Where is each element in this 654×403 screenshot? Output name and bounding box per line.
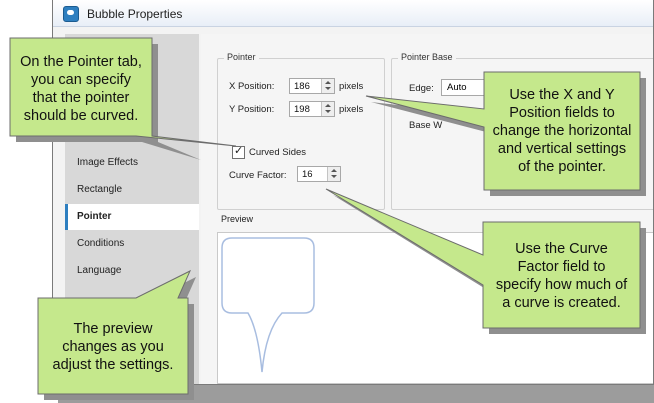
callout-line: should be curved. <box>23 108 139 124</box>
preview-title: Preview <box>221 214 254 224</box>
sidebar-item-image-effects[interactable]: Image Effects <box>77 157 138 168</box>
callout-line: a curve is created. <box>502 295 621 311</box>
spin-up-icon[interactable] <box>331 169 337 172</box>
callout-line: changes as you <box>62 339 164 355</box>
callout-line: Factor field to <box>517 259 606 275</box>
app-icon <box>63 6 79 22</box>
callout-line: specify how much of <box>495 277 628 293</box>
y-position-stepper[interactable]: 198 <box>289 101 335 117</box>
curve-factor-value: 16 <box>302 169 313 180</box>
callout-line: that the pointer <box>32 90 130 106</box>
callout-curve-factor <box>325 188 646 334</box>
spin-up-icon[interactable] <box>325 104 331 107</box>
y-position-value: 198 <box>294 104 310 115</box>
callout-preview-text: The preview changes as you adjust the se… <box>38 320 188 374</box>
base-width-label: Base W <box>409 120 443 131</box>
pointer-group: Pointer <box>217 52 385 210</box>
spin-down-icon[interactable] <box>325 87 331 90</box>
callout-line: adjust the settings. <box>52 357 174 373</box>
x-position-unit: pixels <box>339 81 364 92</box>
sidebar-item-rectangle[interactable]: Rectangle <box>77 184 123 195</box>
callout-line: The preview <box>73 321 153 337</box>
x-position-value: 186 <box>294 81 310 92</box>
callout-line: On the Pointer tab, <box>20 54 142 70</box>
callout-line: change the horizontal <box>492 123 632 139</box>
window-title: Bubble Properties <box>87 7 183 21</box>
callout-preview <box>37 269 196 400</box>
y-position-label: Y Position: <box>229 104 275 115</box>
curve-factor-spin-arrows[interactable] <box>327 167 340 181</box>
pointer-base-group-title: Pointer Base <box>398 52 456 62</box>
callout-xy-position <box>365 71 646 196</box>
spin-up-icon[interactable] <box>325 81 331 84</box>
x-position-spin-arrows[interactable] <box>321 79 334 93</box>
callout-line: Position fields to <box>509 105 615 121</box>
sidebar-item-conditions[interactable]: Conditions <box>77 238 125 249</box>
x-position-label: X Position: <box>229 81 275 92</box>
bubble-preview-shape <box>221 237 315 373</box>
pointer-group-title: Pointer <box>224 52 259 62</box>
y-position-unit: pixels <box>339 104 364 115</box>
callout-pointer-tab <box>9 37 237 160</box>
callout-pointer-tab-text: On the Pointer tab, you can specify that… <box>12 53 150 125</box>
callout-line: and vertical settings <box>497 141 627 157</box>
sidebar-item-language[interactable]: Language <box>77 265 122 276</box>
callout-line: Use the X and Y <box>509 87 615 103</box>
curved-sides-label: Curved Sides <box>249 147 307 158</box>
edge-label: Edge: <box>409 83 434 94</box>
callout-xy-position-text: Use the X and Y Position fields to chang… <box>484 86 640 176</box>
x-position-stepper[interactable]: 186 <box>289 78 335 94</box>
spin-down-icon[interactable] <box>331 175 337 178</box>
callout-line: you can specify <box>31 72 131 88</box>
sidebar-item-pointer[interactable]: Pointer <box>65 204 199 230</box>
callout-curve-factor-text: Use the Curve Factor field to specify ho… <box>483 240 640 312</box>
spin-down-icon[interactable] <box>325 110 331 113</box>
y-position-spin-arrows[interactable] <box>321 102 334 116</box>
title-bar[interactable]: Bubble Properties <box>53 0 653 27</box>
curved-sides-checkbox[interactable] <box>232 144 245 159</box>
curve-factor-label: Curve Factor: <box>229 170 287 181</box>
curve-factor-stepper[interactable]: 16 <box>297 166 341 182</box>
callout-line: of the pointer. <box>518 159 606 175</box>
pointer-base-group: Pointer Base <box>391 52 653 210</box>
callout-line: Use the Curve <box>515 241 608 257</box>
